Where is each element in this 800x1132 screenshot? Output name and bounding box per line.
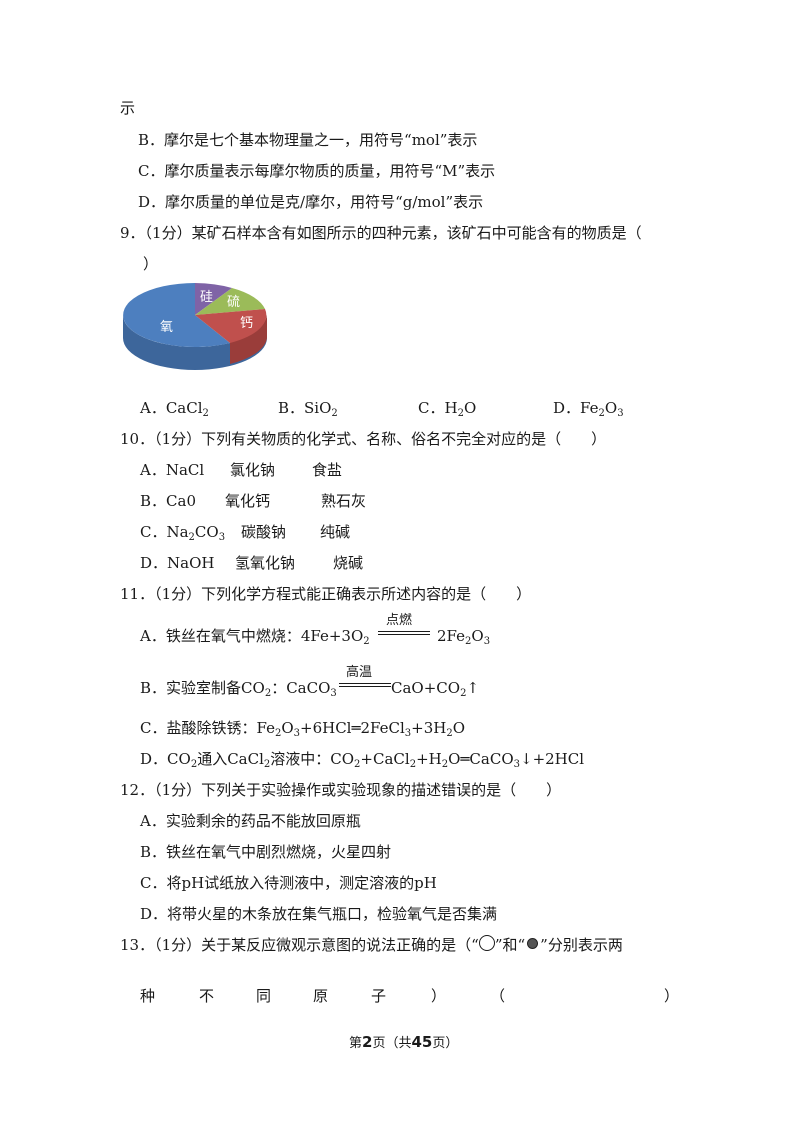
pie-slice-sulfur (195, 288, 265, 315)
q11-option-c: C．盐酸除铁锈：Fe2O3+6HCl═2FeCl3+3H2O (140, 719, 466, 739)
pie-label-calcium: 钙 (240, 316, 253, 331)
q8-option-c: C．摩尔质量表示每摩尔物质的质量，用符号“M”表示 (138, 162, 496, 180)
q9-option-d: D．Fe2O3 (553, 399, 624, 419)
pie-label-sulfur: 硫 (227, 295, 240, 310)
q13-line2-char: 种 (140, 987, 156, 1005)
q10-a-common: 食盐 (312, 461, 343, 479)
q8-option-b: B．摩尔是七个基本物理量之一，用符号“mol”表示 (138, 131, 478, 149)
pie-slice-oxygen (123, 283, 230, 347)
q11-b-condition: 高温 (346, 665, 373, 680)
q10-a-formula: A．NaCl (140, 461, 205, 479)
pie-slice-calcium (195, 309, 267, 343)
q10-c-common: 纯碱 (320, 523, 351, 541)
q13-line2-char: 同 (256, 987, 272, 1005)
q10-a-name: 氯化钠 (230, 461, 276, 479)
q13-line2-char: （ (490, 987, 506, 1005)
q13-line2-char: 不 (199, 987, 215, 1005)
q12-option-b: B．铁丝在氧气中剧烈燃烧，火星四射 (140, 843, 392, 861)
page-footer: 第2页（共45页） (349, 1033, 459, 1051)
q11-a-condition: 点燃 (386, 613, 413, 628)
q10-b-common: 熟石灰 (321, 492, 367, 510)
q11-option-d: D．CO2通入CaCl2溶液中：CO2+CaCl2+H2O═CaCO3↓+2HC… (140, 750, 585, 770)
element-pie-chart: 氧 硅 硫 钙 (123, 283, 267, 370)
q12-option-a: A．实验剩余的药品不能放回原瓶 (140, 812, 361, 830)
hollow-atom-icon (478, 935, 495, 951)
q13-line2-char: 原 (313, 987, 329, 1005)
q13-line2-char: ） (431, 987, 447, 1005)
q9-stem: 9．（1分）某矿石样本含有如图所示的四种元素，该矿石中可能含有的物质是（ (120, 224, 642, 242)
page-number: 2 (362, 1033, 373, 1051)
q9-option-a: A．CaCl2 (140, 399, 209, 419)
q12-stem: 12．（1分）下列关于实验操作或实验现象的描述错误的是（ ） (120, 781, 562, 799)
pie-label-silicon: 硅 (200, 290, 213, 305)
q12-option-d: D．将带火星的木条放在集气瓶口，检验氧气是否集满 (140, 905, 498, 923)
q13-line2-char: 子 (371, 987, 387, 1005)
pie-label-oxygen: 氧 (160, 320, 173, 335)
q10-d-name: 氢氧化钠 (235, 554, 296, 572)
q9-option-b: B．SiO2 (278, 399, 338, 419)
q11-a-equals-sign (378, 631, 430, 635)
q12-option-c: C．将pH试纸放入待测液中，测定溶液的pH (140, 874, 437, 892)
q9-stem-close: ） (143, 255, 159, 273)
q10-b-name: 氧化钙 (225, 492, 271, 510)
q10-d-common: 烧碱 (333, 554, 364, 572)
q11-option-b-left: B．实验室制备CO2：CaCO3 (140, 679, 337, 699)
q11-option-b-right: CaO+CO2↑ (391, 679, 480, 699)
q10-c-formula: C．Na2CO3 (140, 523, 226, 543)
q10-b-formula: B．Ca0 (140, 492, 196, 510)
q11-stem: 11．（1分）下列化学方程式能正确表示所述内容的是（ ） (120, 585, 532, 603)
q8-option-d: D．摩尔质量的单位是克/摩尔，用符号“g/mol”表示 (138, 193, 484, 211)
q8-continuation: 示 (120, 99, 136, 117)
q11-option-a-right: 2Fe2O3 (437, 627, 491, 647)
q10-d-formula: D．NaOH (140, 554, 215, 572)
q10-c-name: 碳酸钠 (241, 523, 287, 541)
q9-option-c: C．H2O (418, 399, 477, 419)
pie-slice-silicon (195, 283, 232, 315)
q13-line2-char: ） (664, 987, 680, 1005)
page-total: 45 (411, 1033, 433, 1051)
q11-option-a-left: A．铁丝在氧气中燃烧：4Fe+3O2 (140, 627, 370, 647)
filled-atom-icon (527, 938, 539, 949)
q13-stem: 13．（1分）关于某反应微观示意图的说法正确的是（“”和“”分别表示两 (120, 935, 623, 954)
q10-stem: 10．（1分）下列有关物质的化学式、名称、俗名不完全对应的是（ ） (120, 430, 607, 448)
q11-b-equals-sign (339, 683, 391, 687)
